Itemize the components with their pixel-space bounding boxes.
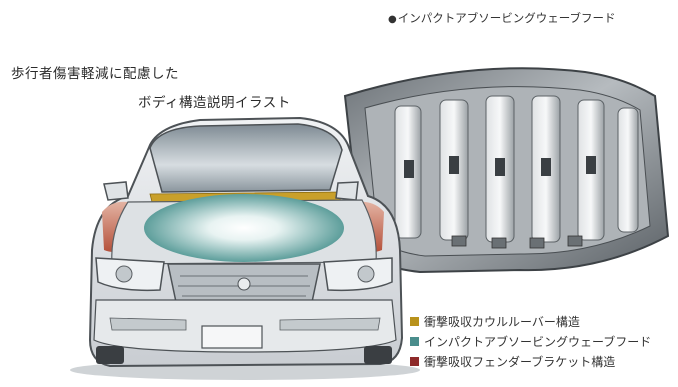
legend-label: インパクトアブソービングウェーブフード [424,334,652,349]
legend-swatch [410,336,419,346]
legend-item: 衝撃吸収フェンダーブラケット構造 [410,351,651,371]
caption-line-2: ボディ構造説明イラスト [138,95,291,111]
hood-title-text: インパクトアブソービングウェーブフード [397,11,616,25]
bullet-icon: ● [388,14,397,25]
hood-title: ●インパクトアブソービングウェーブフード [388,10,616,26]
legend: 衝撃吸収カウルルーバー構造インパクトアブソービングウェーブフード衝撃吸収フェンダ… [410,311,651,371]
legend-item: 衝撃吸収カウルルーバー構造 [410,311,651,331]
legend-label: 衝撃吸収フェンダーブラケット構造 [424,354,616,369]
car-front-illustration [70,116,420,380]
legend-swatch [410,356,419,366]
caption-line-1: 歩行者傷害軽減に配慮した [11,66,179,82]
legend-swatch [410,316,419,326]
hood-underside-illustration [343,67,670,274]
legend-label: 衝撃吸収カウルルーバー構造 [424,314,580,329]
legend-item: インパクトアブソービングウェーブフード [410,331,651,351]
